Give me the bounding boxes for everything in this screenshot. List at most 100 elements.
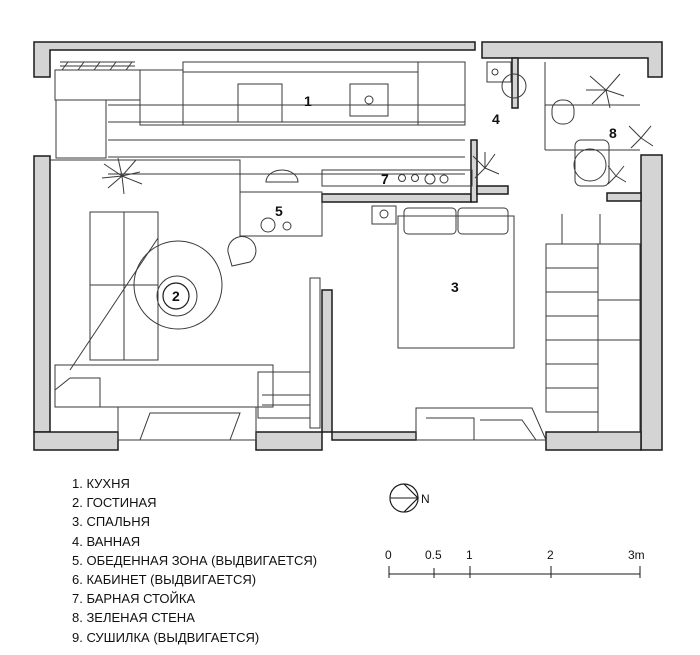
room-number-living: 2 <box>172 288 180 304</box>
sofa <box>54 364 274 408</box>
washbasin <box>501 73 527 99</box>
plant-bath-2 <box>628 125 654 149</box>
bedroom <box>371 205 641 441</box>
legend-item: 2. ГОСТИНАЯ <box>72 495 157 511</box>
scale-bar: 0 0.5 1 2 3m <box>385 548 645 578</box>
scale-label-3m: 3m <box>628 548 645 562</box>
toilet <box>551 99 575 125</box>
plant-bath-3 <box>607 165 627 185</box>
scale-label-2: 2 <box>547 548 554 562</box>
wardrobe-div <box>90 212 158 360</box>
legend-item: 7. БАРНАЯ СТОЙКА <box>72 591 196 607</box>
left-wall <box>33 155 51 433</box>
window-sill <box>54 69 141 101</box>
sink <box>349 83 389 117</box>
living <box>50 159 321 441</box>
scale-label-0-5: 0.5 <box>425 548 442 562</box>
shower-drain <box>491 68 499 76</box>
legend-item: 8. ЗЕЛЕНАЯ СТЕНА <box>72 610 195 626</box>
dining-cup-1 <box>260 217 276 233</box>
fridge <box>139 69 184 126</box>
plants <box>101 73 654 195</box>
room-number-dining: 5 <box>275 203 283 219</box>
legend-item: 9. СУШИЛКА (ВЫДВИГАЕТСЯ) <box>72 629 260 645</box>
bar-stool-4 <box>439 174 449 184</box>
partition-right-top <box>606 192 642 202</box>
bottom-wall-left <box>33 431 119 451</box>
partition-bath-bottom <box>476 185 509 195</box>
kitchen-column <box>417 61 466 126</box>
bathroom <box>486 61 640 187</box>
bar-stool-2 <box>411 174 419 182</box>
room-number-bedroom: 3 <box>451 279 459 295</box>
floor-window <box>117 406 257 441</box>
top-wall-right <box>481 41 663 78</box>
bar-stool-3 <box>424 173 436 185</box>
kitchen <box>54 61 466 175</box>
room-number-green-wall: 8 <box>609 125 617 141</box>
kitchen-upper <box>182 61 419 73</box>
bar-stool-1 <box>398 174 406 182</box>
room-number-bar: 7 <box>381 171 389 187</box>
walls <box>33 41 663 451</box>
partition-bedroom-left <box>321 289 333 433</box>
right-wall <box>640 154 663 451</box>
scale-label-1: 1 <box>466 548 473 562</box>
chair-top <box>265 169 299 183</box>
legend-item: 1. КУХНЯ <box>72 476 130 491</box>
partition-bedroom-top <box>321 193 472 203</box>
bath-cabinet <box>574 139 610 187</box>
room-legend: 1. КУХНЯ 2. ГОСТИНАЯ 3. СПАЛЬНЯ 4. ВАННА… <box>72 474 317 647</box>
living-wall-detail <box>50 159 241 192</box>
legend-item: 3. СПАЛЬНЯ <box>72 514 150 530</box>
study-cabinet <box>309 277 321 429</box>
tall-cabinet <box>55 99 107 159</box>
side-cabinet-div <box>262 394 310 406</box>
room-number-living-circle <box>162 282 190 310</box>
shelving <box>597 243 641 433</box>
shower <box>486 61 512 83</box>
scale-label-0: 0 <box>385 548 392 562</box>
bar-counter <box>321 169 473 187</box>
shelf-lines <box>60 61 135 71</box>
pillow-2 <box>457 207 509 235</box>
plant-living <box>101 157 143 195</box>
bath-wall-divider <box>511 57 519 109</box>
bedroom-window <box>415 407 547 441</box>
nightstand-left <box>371 205 397 225</box>
dining-cup-2 <box>282 221 292 231</box>
lamp-left <box>379 209 389 219</box>
bath-round <box>573 148 607 182</box>
partition-bedroom-bottom-left <box>331 431 417 441</box>
dining <box>227 169 323 267</box>
sofa-cushions <box>54 377 101 407</box>
plant-bar <box>472 152 500 179</box>
top-wall-left <box>33 41 476 78</box>
room-number-kitchen: 1 <box>304 93 312 109</box>
pillow-1 <box>403 207 457 235</box>
dresser-drawers <box>546 267 598 389</box>
legend-item: 4. ВАННАЯ <box>72 533 141 549</box>
plant-bath-1 <box>586 73 625 109</box>
bottom-wall-mid <box>255 431 323 451</box>
room-number-bathroom: 4 <box>492 111 500 127</box>
hanging-lamp <box>69 237 159 371</box>
north-label: N <box>421 492 430 506</box>
dresser <box>545 243 599 413</box>
room-labels: 1 2 3 4 5 7 8 <box>162 93 617 310</box>
oven <box>237 83 283 123</box>
legend-item: 6. КАБИНЕТ (ВЫДВИГАЕТСЯ) <box>72 572 257 588</box>
coffee-table <box>156 275 198 317</box>
chair-bottom <box>227 236 257 267</box>
north-arrow-pointer <box>403 483 419 513</box>
shelving-lines <box>561 214 640 341</box>
floor-lines <box>108 104 465 175</box>
north-arrow: N <box>389 483 430 513</box>
legend-item: 5. ОБЕДЕННАЯ ЗОНА (ВЫДВИГАЕТСЯ) <box>72 552 318 568</box>
round-rug <box>133 240 223 330</box>
dining-table <box>239 191 323 237</box>
bottom-wall-right <box>545 431 642 451</box>
tile-lines <box>544 62 640 151</box>
